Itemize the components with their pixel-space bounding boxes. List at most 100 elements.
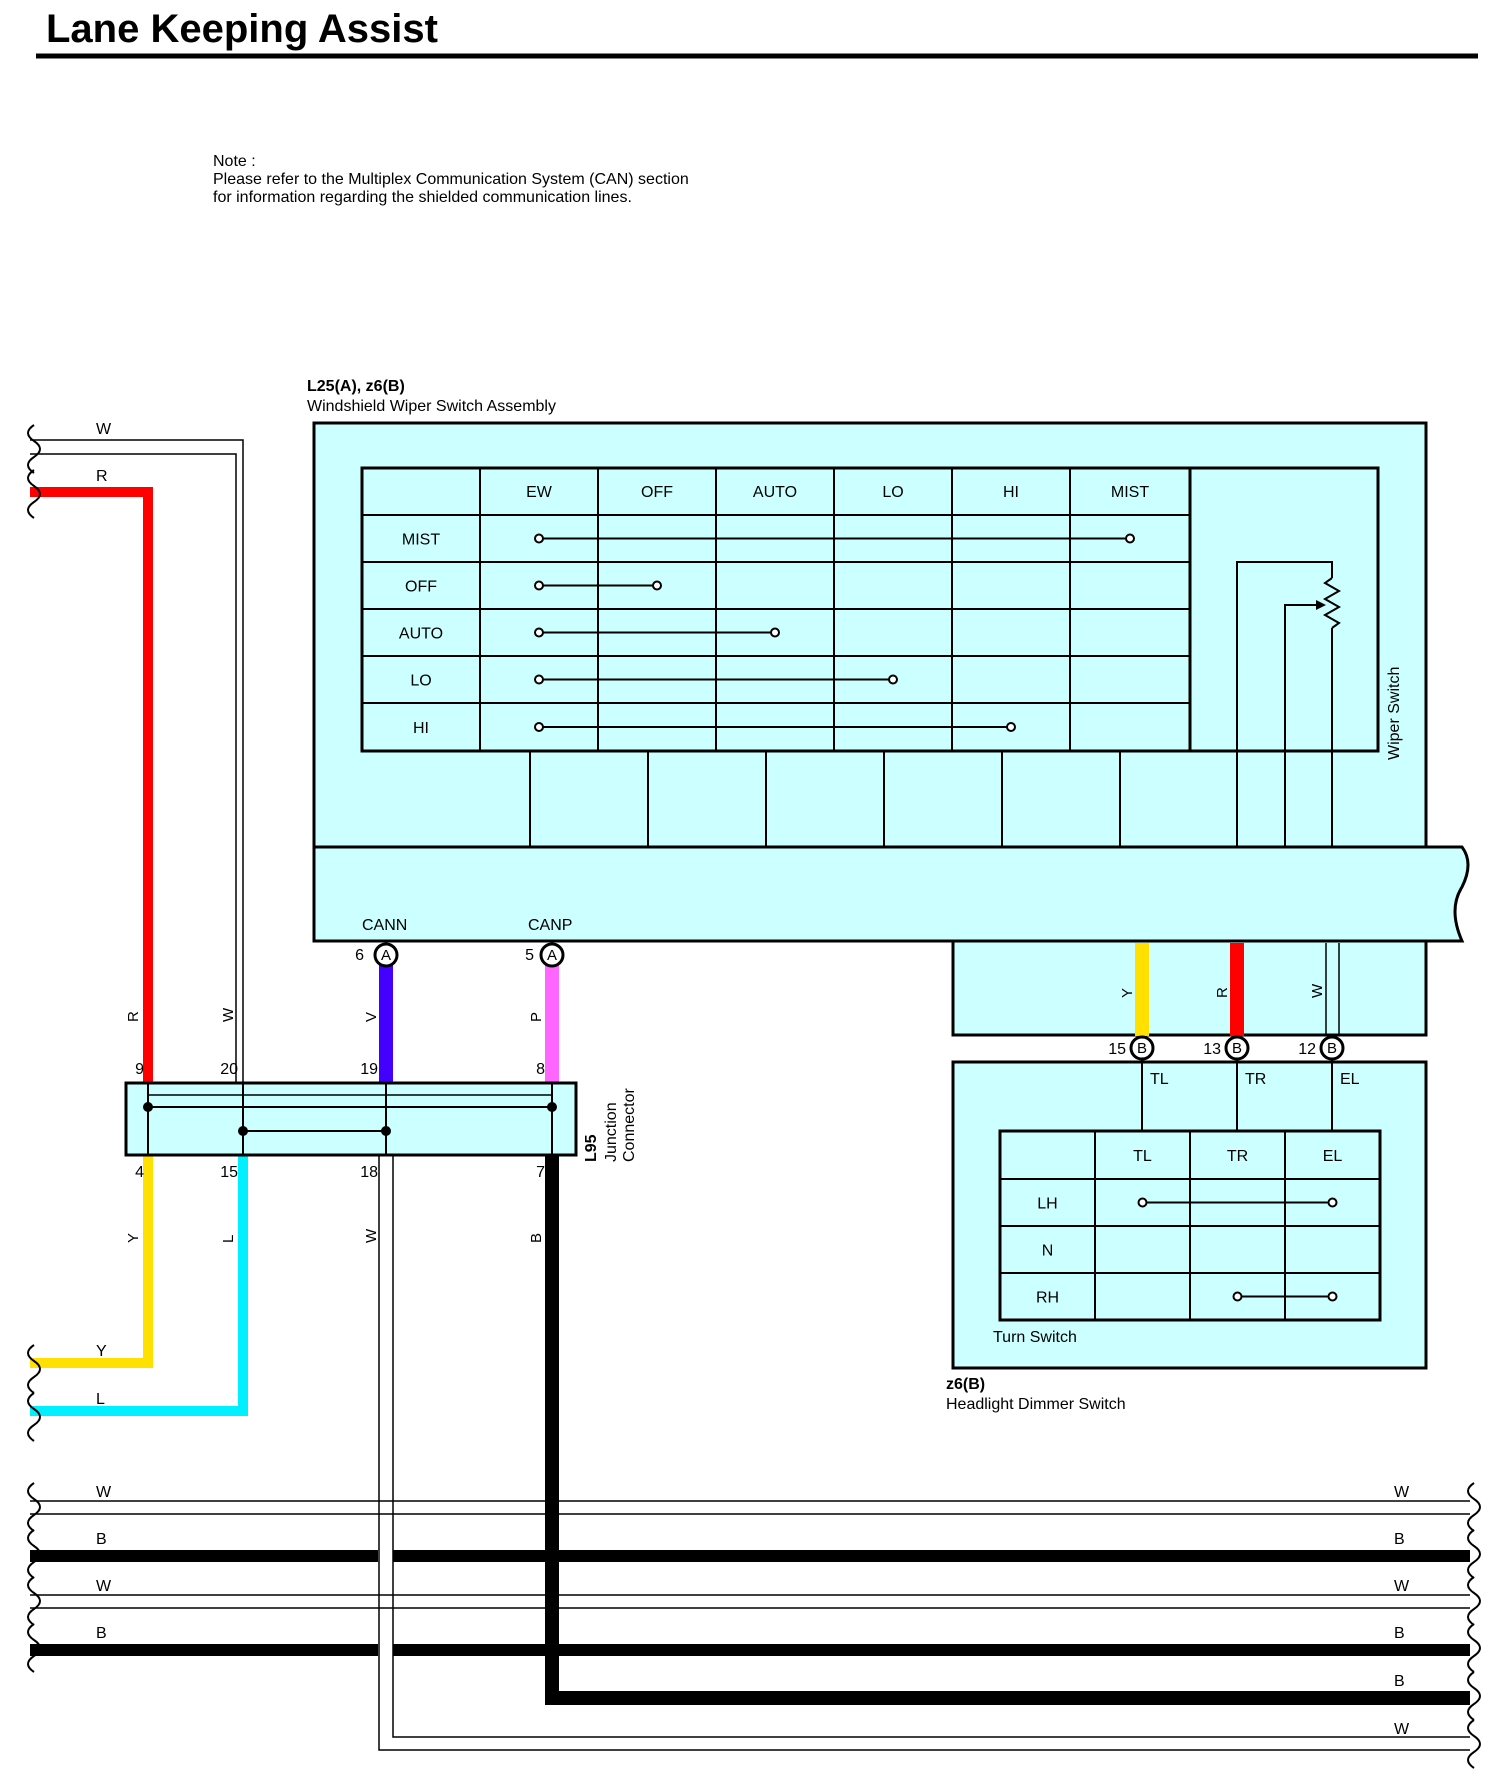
pin-b-12-conn: B — [1327, 1040, 1337, 1057]
left-wire-label-y: Y — [96, 1343, 107, 1360]
bus-left-label-3: W — [96, 1578, 112, 1595]
break-symbol-left — [27, 1576, 41, 1626]
turn-row-header-lh: LH — [1037, 1196, 1057, 1213]
page-title: Lane Keeping Assist — [46, 7, 438, 51]
wiper-contact-start — [534, 533, 544, 544]
canP-label: CANP — [528, 917, 572, 934]
terminal-label-tl: TL — [1150, 1071, 1169, 1088]
break-symbol-left — [27, 1482, 41, 1532]
junction-pin-7: 7 — [536, 1164, 545, 1181]
left-wire-label-l: L — [96, 1391, 105, 1408]
note-line-2: for information regarding the shielded c… — [213, 189, 632, 206]
junction-pin-4: 4 — [135, 1164, 144, 1181]
wire-label-w: W — [220, 1007, 237, 1022]
bus-right-label-6: W — [1394, 1721, 1410, 1738]
wiper-col-header-off: OFF — [641, 484, 673, 501]
wire-label-r-b: R — [1214, 987, 1231, 998]
bus-right-label-1: W — [1394, 1484, 1410, 1501]
dimmer-name: Headlight Dimmer Switch — [946, 1396, 1126, 1413]
terminal-label-el: EL — [1340, 1071, 1360, 1088]
wiper-row-header-mist: MIST — [402, 532, 440, 549]
turn-switch-label: Turn Switch — [993, 1329, 1077, 1346]
wiper-contact-end — [888, 674, 898, 685]
wiper-contact-start — [534, 722, 544, 732]
junction-name-1: Junction — [603, 1102, 620, 1162]
break-symbol-right — [1467, 1719, 1481, 1769]
break-symbol-right — [1467, 1576, 1481, 1626]
wiper-col-header-hi: HI — [1003, 484, 1019, 501]
wiper-col-header-mist: MIST — [1111, 484, 1149, 501]
note-heading: Note : — [213, 153, 256, 170]
wiper-contact-start — [534, 627, 544, 638]
junction-code: L95 — [583, 1134, 600, 1162]
pin-b-12-circle — [1319, 1035, 1345, 1061]
potentiometer-icon — [1236, 561, 1342, 847]
pin-cann-conn: A — [381, 947, 391, 964]
wire-label-r: R — [125, 1011, 142, 1022]
pin-b-15-conn: B — [1137, 1040, 1147, 1057]
turn-contact-end — [1327, 1197, 1338, 1208]
wire-label-w-low: W — [363, 1228, 380, 1243]
wiper-row-header-hi: HI — [413, 720, 429, 737]
break-symbol-right — [1467, 1529, 1481, 1579]
break-symbol-right — [1467, 1671, 1481, 1721]
wiper-contact-start — [534, 674, 544, 685]
junction-pin-15: 15 — [220, 1164, 238, 1181]
turn-contact-start — [1232, 1291, 1243, 1302]
wire-r — [30, 487, 153, 1083]
turn-col-header-tr: TR — [1227, 1148, 1248, 1165]
dimmer-code: z6(B) — [946, 1376, 985, 1393]
bus-right-label-5: B — [1394, 1673, 1405, 1690]
wire-w-top — [30, 439, 244, 1083]
wire-label-b-low: B — [528, 1233, 545, 1243]
pin-b-13-number: 13 — [1203, 1041, 1221, 1058]
junction-pin-18: 18 — [360, 1164, 378, 1181]
wiper-col-header-lo: LO — [882, 484, 903, 501]
wiper-row-header-off: OFF — [405, 579, 437, 596]
bus-left-label-1: W — [96, 1484, 112, 1501]
pin-b-12-number: 12 — [1298, 1041, 1316, 1058]
left-wire-group: W R Y L — [27, 421, 248, 1442]
wire-label-l-low: L — [220, 1235, 237, 1243]
pin-cann-number: 6 — [355, 947, 364, 964]
wiper-contact-end — [1125, 533, 1135, 544]
wire-y — [30, 1155, 153, 1368]
wiper-assembly-code: L25(A), z6(B) — [307, 378, 405, 395]
break-symbol-right — [1467, 1623, 1481, 1673]
wiper-row-header-auto: AUTO — [399, 626, 443, 643]
turn-col-header-el: EL — [1323, 1148, 1343, 1165]
pin-b-13-circle — [1224, 1035, 1250, 1061]
wiper-contact-end — [652, 580, 662, 591]
bottom-bus — [30, 1155, 1470, 1751]
turn-row-header-n: N — [1042, 1243, 1054, 1260]
wiper-table-dividers — [529, 751, 1121, 847]
turn-contact-end — [1327, 1291, 1338, 1302]
wiper-contact-end — [770, 627, 780, 638]
note: Note : Please refer to the Multiplex Com… — [213, 153, 689, 206]
turn-contact-start — [1137, 1197, 1148, 1208]
junction-pin-19: 19 — [360, 1061, 378, 1078]
junction-connector — [124, 1081, 578, 1157]
wiper-contact-end — [1006, 722, 1016, 732]
wiper-contact-start — [534, 580, 544, 591]
junction-pin-20: 20 — [220, 1061, 238, 1078]
bus-right-label-2: B — [1394, 1531, 1405, 1548]
wire-label-w-b: W — [1309, 983, 1326, 998]
bus-right-label-3: W — [1394, 1578, 1410, 1595]
junction-name-2: Connector — [621, 1088, 638, 1162]
wire-break-symbols — [27, 1482, 1481, 1769]
junction-pin-8: 8 — [536, 1061, 545, 1078]
wire-label-y-b: Y — [1119, 988, 1136, 998]
break-symbol-right — [1467, 1482, 1481, 1532]
pin-canp: A 5 — [525, 942, 565, 968]
bus-left-label-2: B — [96, 1531, 107, 1548]
pin-b-13-conn: B — [1232, 1040, 1242, 1057]
pin-canp-number: 5 — [525, 947, 534, 964]
pin-cann: A 6 — [355, 942, 399, 968]
junction-pin-9: 9 — [135, 1061, 144, 1078]
